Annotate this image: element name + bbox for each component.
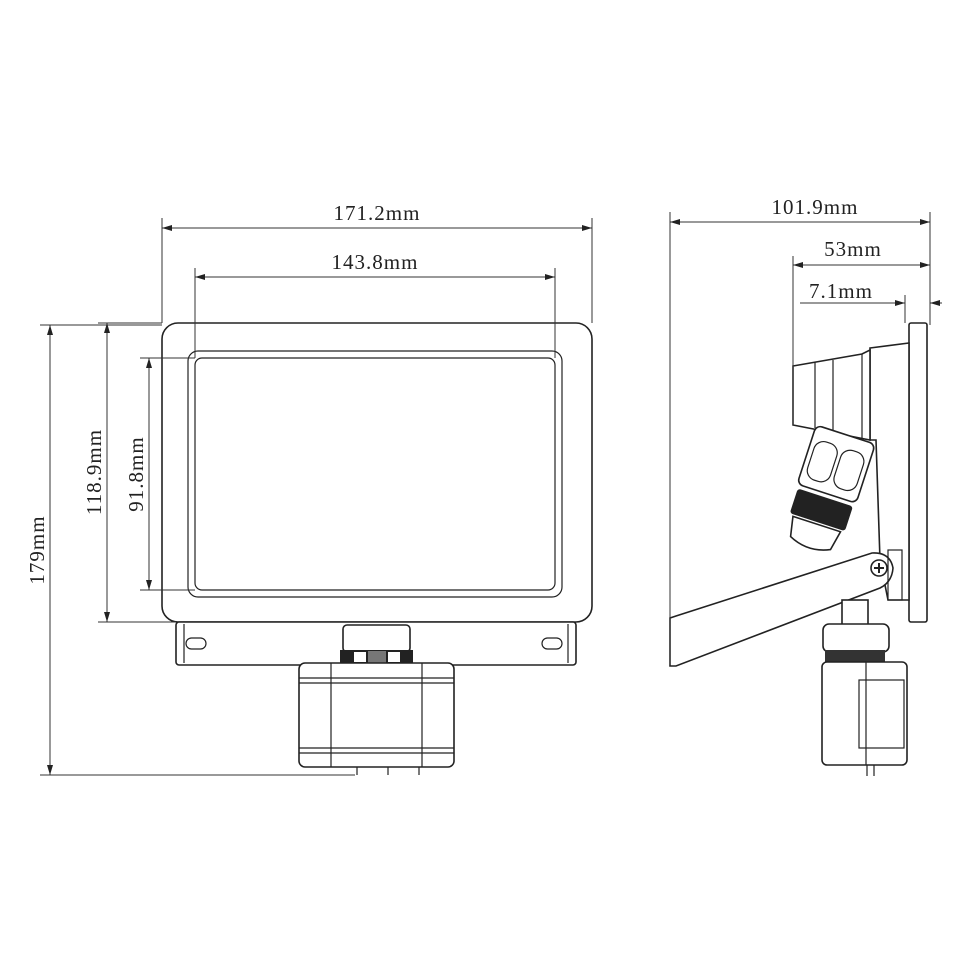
label-height-body: 118.9mm [82, 429, 106, 515]
dim-height-body: 118.9mm [82, 322, 176, 623]
side-mount-arm [669, 552, 894, 667]
label-depth-body: 53mm [824, 237, 882, 261]
dim-height-overall: 179mm [25, 324, 355, 776]
dim-depth-overall: 101.9mm [669, 195, 931, 665]
side-front-plate [908, 322, 928, 623]
dim-width-overall: 171.2mm [161, 201, 593, 323]
front-view: 171.2mm 143.8mm 179mm 118.9mm 91.8mm [25, 201, 593, 776]
front-lens-inner [194, 357, 556, 591]
front-frame [161, 322, 593, 623]
side-view: 101.9mm 53mm 7.1mm [669, 195, 942, 776]
label-width-inner: 143.8mm [332, 250, 419, 274]
label-height-overall: 179mm [25, 515, 49, 584]
dim-height-inner: 91.8mm [124, 357, 195, 591]
front-lens-outer [187, 350, 563, 598]
dim-depth-body: 53mm [792, 237, 930, 425]
label-height-inner: 91.8mm [124, 436, 148, 511]
pir-sensor-side [821, 599, 908, 776]
label-width-overall: 171.2mm [334, 201, 421, 225]
dim-width-inner: 143.8mm [194, 250, 556, 358]
pir-sensor-front [298, 624, 455, 775]
cable-gland [789, 425, 875, 551]
dim-depth-front: 7.1mm [800, 279, 942, 323]
label-depth-front: 7.1mm [809, 279, 873, 303]
label-depth-overall: 101.9mm [772, 195, 859, 219]
